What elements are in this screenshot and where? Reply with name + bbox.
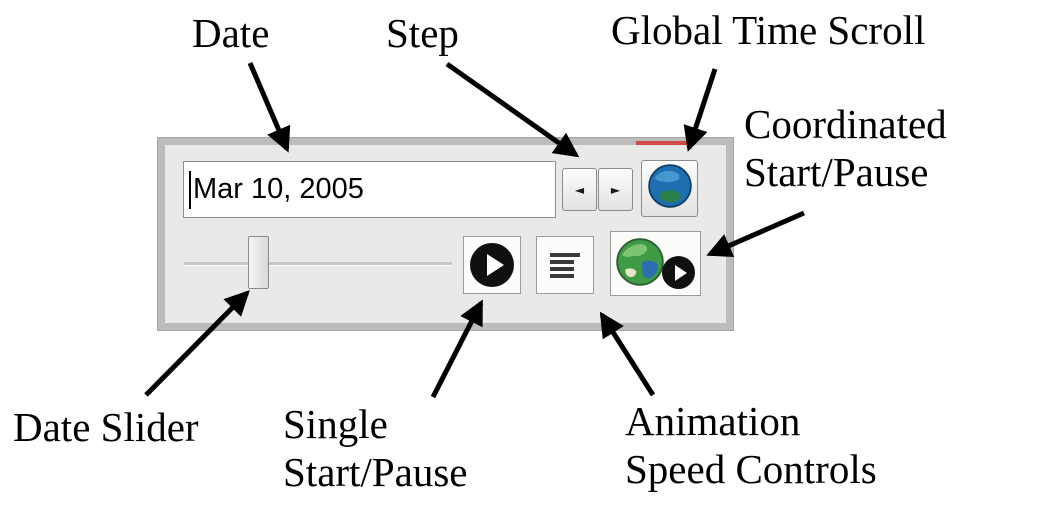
blue-globe-icon <box>647 164 692 213</box>
green-globe-icon <box>616 238 664 291</box>
small-play-icon <box>662 256 695 289</box>
annotation-animation-line1: Animation <box>625 398 801 444</box>
speed-lines-icon <box>550 250 580 281</box>
annotation-single-line1: Single <box>283 401 388 447</box>
text-caret <box>189 170 191 209</box>
annotation-date-slider-text: Date Slider <box>13 404 199 450</box>
annotation-animation-speed: Animation Speed Controls <box>625 397 877 494</box>
arrow-global-time-scroll <box>683 68 718 152</box>
coordinated-start-pause-button[interactable] <box>610 231 701 296</box>
annotation-global-time-scroll-text: Global Time Scroll <box>611 7 926 53</box>
annotation-date-slider: Date Slider <box>13 403 199 451</box>
annotation-single-start-pause: Single Start/Pause <box>283 400 467 497</box>
annotation-coordinated-start-pause: Coordinated Start/Pause <box>744 100 947 197</box>
annotation-step-text: Step <box>386 10 459 56</box>
global-time-scroll-button[interactable] <box>641 160 698 217</box>
date-value: Mar 10, 2005 <box>193 173 364 205</box>
date-slider-thumb[interactable] <box>248 236 269 289</box>
step-forward-button[interactable]: ► <box>598 168 633 211</box>
single-start-pause-button[interactable] <box>463 236 521 294</box>
step-back-icon: ◄ <box>574 182 585 197</box>
play-icon <box>470 243 514 287</box>
annotation-step: Step <box>386 9 459 57</box>
step-forward-icon: ► <box>610 182 621 197</box>
annotation-coordinated-line1: Coordinated <box>744 101 947 147</box>
animation-speed-button[interactable] <box>536 236 594 294</box>
annotation-single-line2: Start/Pause <box>283 449 468 496</box>
globe-plus-play-icon <box>611 232 700 295</box>
red-mark <box>636 141 694 145</box>
date-input[interactable]: Mar 10, 2005 <box>183 161 556 218</box>
step-back-button[interactable]: ◄ <box>562 168 597 211</box>
annotation-animation-line2: Speed Controls <box>625 446 877 493</box>
arrow-date <box>247 62 291 153</box>
annotation-global-time-scroll: Global Time Scroll <box>611 6 925 54</box>
annotation-date: Date <box>192 9 269 57</box>
date-slider-track[interactable] <box>184 262 452 265</box>
annotation-coordinated-line2: Start/Pause <box>744 149 929 196</box>
annotation-date-text: Date <box>192 10 270 56</box>
